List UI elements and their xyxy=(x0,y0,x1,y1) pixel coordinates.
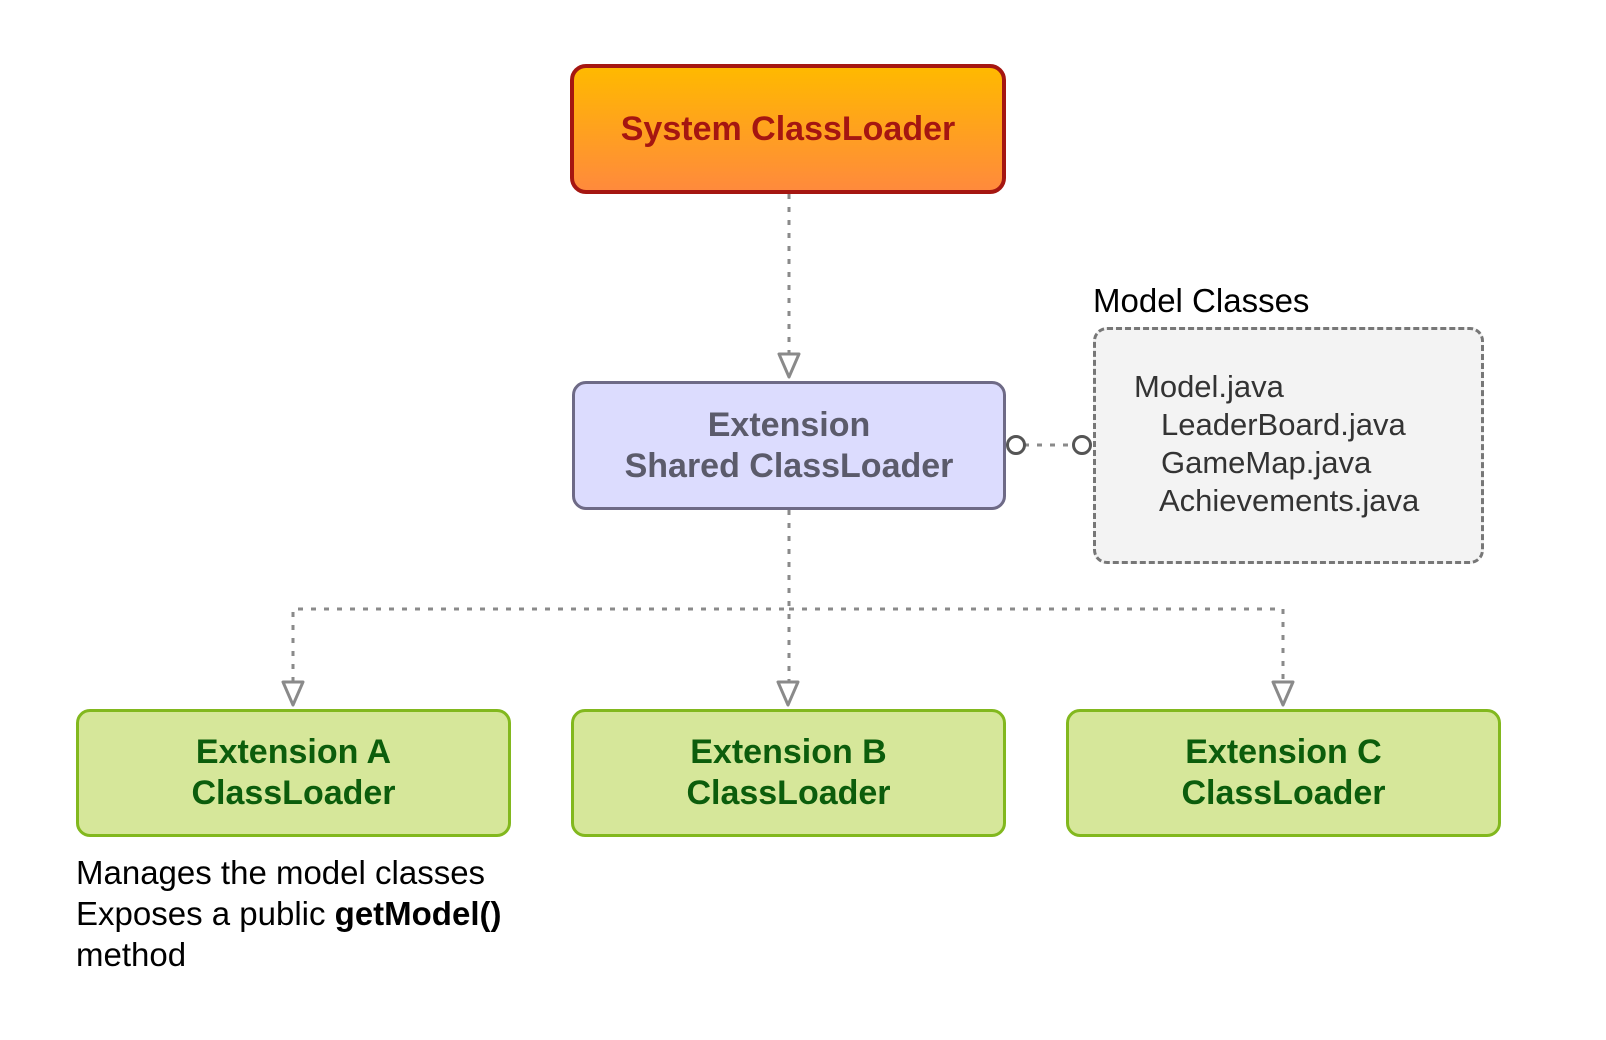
extension-b-classloader-node: Extension B ClassLoader xyxy=(571,709,1006,837)
system-classloader-node: System ClassLoader xyxy=(570,64,1006,194)
shared-classloader-node: Extension Shared ClassLoader xyxy=(572,381,1006,510)
shared-classloader-label-line2: Shared ClassLoader xyxy=(624,446,954,485)
file-model-java: Model.java xyxy=(1134,369,1284,404)
connector-shared-to-a xyxy=(291,510,791,684)
connector-shared-to-c xyxy=(789,607,1285,684)
note-line2-prefix: Exposes a public xyxy=(76,895,335,932)
extension-c-label-line2: ClassLoader xyxy=(1181,774,1386,812)
file-achievements-java: Achievements.java xyxy=(1159,483,1420,518)
note-method-name: getModel() xyxy=(334,895,502,932)
file-gamemap-java: GameMap.java xyxy=(1161,445,1372,480)
arrowhead-shared xyxy=(777,352,801,379)
arrowhead-ext-b xyxy=(776,680,800,707)
arrowhead-ext-a xyxy=(281,680,305,707)
system-classloader-label: System ClassLoader xyxy=(620,109,956,148)
note-line2: Exposes a public getModel() xyxy=(76,893,501,934)
arrowhead-ext-c xyxy=(1271,680,1295,707)
association-end-model-classes xyxy=(1072,435,1092,455)
extension-c-classloader-node: Extension C ClassLoader xyxy=(1066,709,1501,837)
note-line3: method xyxy=(76,936,187,973)
extension-b-label-line1: Extension B xyxy=(690,733,887,771)
extension-a-classloader-node: Extension A ClassLoader xyxy=(76,709,511,837)
extension-c-label-line1: Extension C xyxy=(1185,733,1382,771)
extension-a-label-line2: ClassLoader xyxy=(191,774,396,812)
association-end-shared xyxy=(1006,435,1026,455)
extension-b-label-line2: ClassLoader xyxy=(686,774,891,812)
note-line1: Manages the model classes xyxy=(76,854,486,891)
extension-a-label-line1: Extension A xyxy=(195,733,392,771)
file-leaderboard-java: LeaderBoard.java xyxy=(1161,407,1406,442)
shared-classloader-label-line1: Extension xyxy=(707,405,871,444)
model-classes-title: Model Classes xyxy=(1093,282,1310,319)
model-classes-group xyxy=(1093,327,1484,564)
extension-a-note: Manages the model classes Exposes a publ… xyxy=(76,852,501,975)
